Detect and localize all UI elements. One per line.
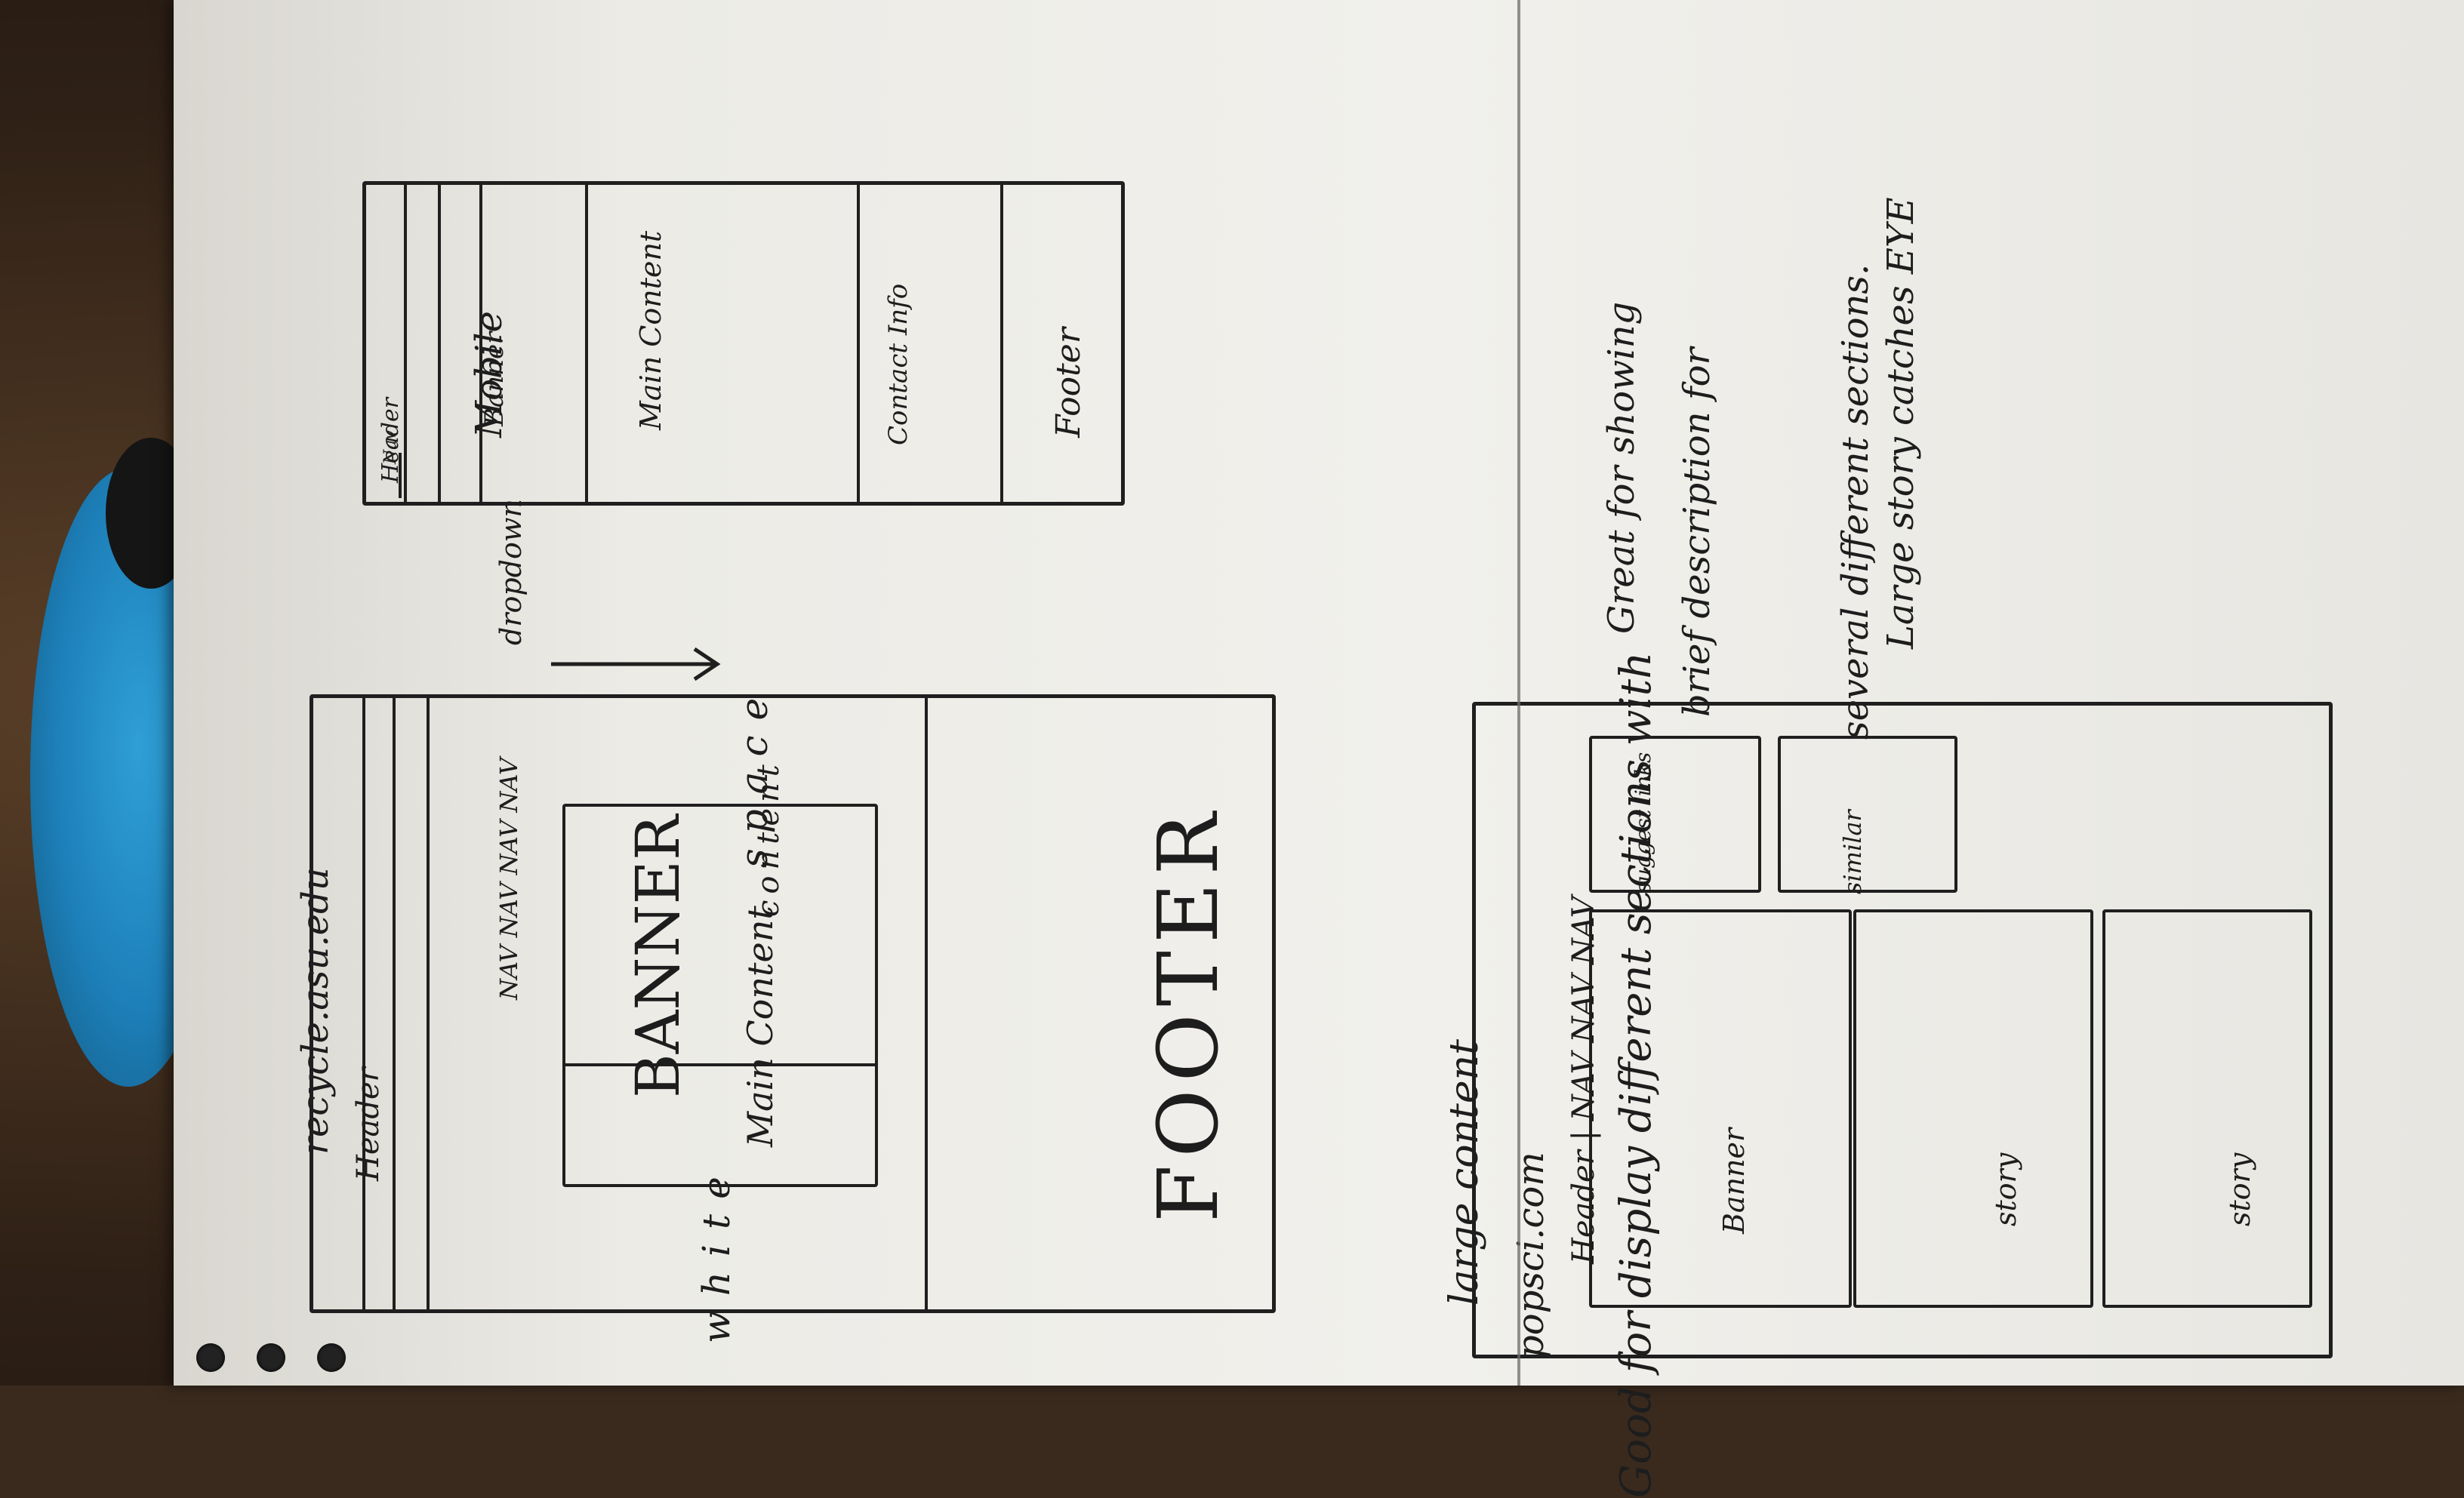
popsci-banner-label: Banner [1717,1127,1751,1234]
popsci-similar-box [1778,736,1957,893]
popsci-story-label-2: story [2223,1152,2256,1226]
wireframe-mobile [362,181,1125,506]
popsci-suggest-box [1589,736,1761,893]
popsci-note-line-4: Large story catches EYE [1880,197,1922,649]
popsci-note-line-3: several different sections. [1834,263,1877,740]
wireframe-popsci [1472,702,2333,1358]
page-divider-line [1517,0,1520,1386]
wireframe-desktop [310,694,1276,1313]
popsci-suggest-label: suggest links [1631,752,1656,894]
notebook-page: recycle.asu.edu Header NAV NAV NAV NAV B… [174,0,2464,1498]
spiral-hole [257,1343,285,1372]
arrow-marks [399,453,721,681]
main-area [562,804,878,1187]
popsci-story-box-1 [1853,909,2093,1308]
popsci-header-label: Header | NAV NAV NAV [1566,896,1601,1265]
popsci-similar-label: similar [1838,810,1867,894]
popsci-story-label-1: story [1989,1152,2022,1226]
popsci-note-line-1: Great for showing [1600,301,1643,634]
popsci-story-box-2 [2102,909,2312,1308]
spiral-hole [317,1343,346,1372]
popsci-note-line-2: brief description for [1676,347,1718,717]
popsci-banner-box [1589,909,1852,1308]
spiral-hole [196,1343,225,1372]
